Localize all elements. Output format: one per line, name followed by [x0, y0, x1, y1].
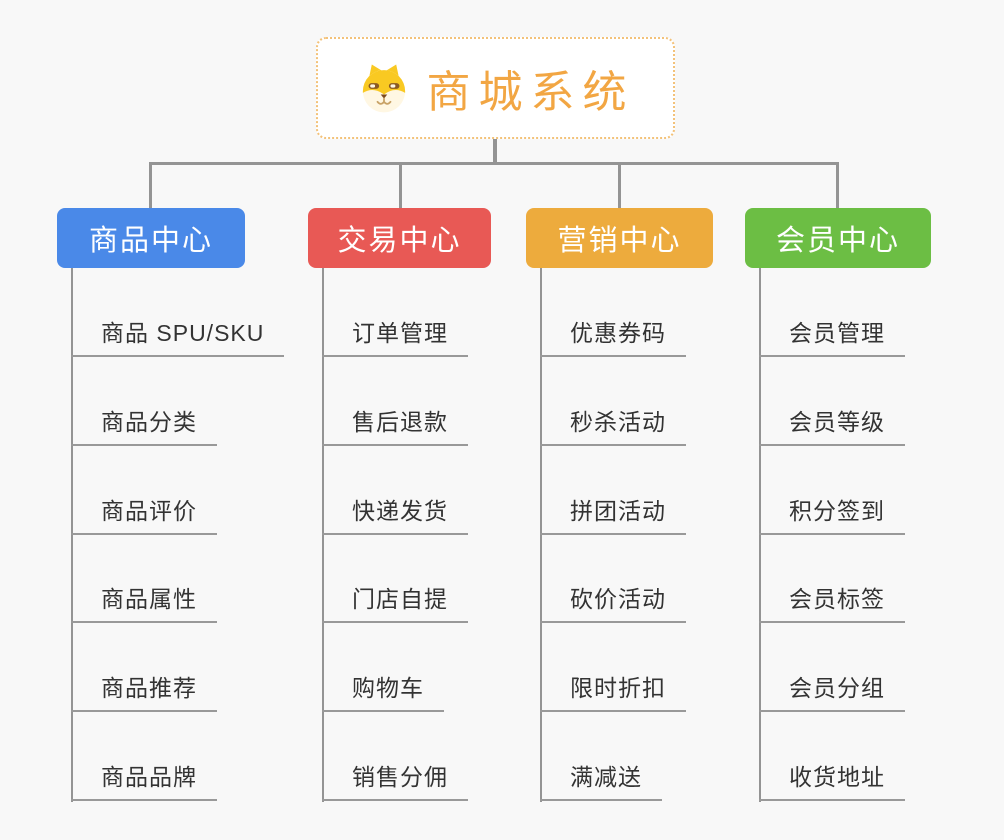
leaf-item[interactable]: 会员等级	[759, 409, 905, 446]
branch-trunk-line	[71, 268, 73, 802]
branch-header-trade[interactable]: 交易中心	[308, 208, 491, 268]
branch-drop-line	[399, 162, 402, 208]
root-node[interactable]: 商城系统	[316, 37, 675, 139]
branch-trunk-line	[322, 268, 324, 802]
root-title: 商城系统	[426, 68, 635, 117]
branch-header-product[interactable]: 商品中心	[57, 208, 245, 268]
leaf-item[interactable]: 秒杀活动	[540, 409, 686, 446]
leaf-item[interactable]: 收货地址	[759, 764, 905, 801]
branch-header-marketing[interactable]: 营销中心	[526, 208, 713, 268]
leaf-item[interactable]: 商品品牌	[71, 764, 217, 801]
leaf-item[interactable]: 订单管理	[322, 320, 468, 357]
root-stem-line	[493, 139, 497, 165]
connector-bus-line	[149, 162, 839, 165]
branch-drop-line	[618, 162, 621, 208]
branch-trade-center: 交易中心 订单管理售后退款快递发货门店自提购物车销售分佣	[308, 208, 491, 808]
leaf-item[interactable]: 优惠券码	[540, 320, 686, 357]
leaf-item[interactable]: 快递发货	[322, 498, 468, 535]
leaf-item[interactable]: 购物车	[322, 675, 444, 713]
branch-drop-line	[836, 162, 839, 208]
branch-trunk-line	[540, 268, 542, 802]
leaf-item[interactable]: 拼团活动	[540, 498, 686, 535]
leaf-item[interactable]: 商品分类	[71, 409, 217, 446]
leaf-item[interactable]: 销售分佣	[322, 764, 468, 801]
leaf-item[interactable]: 会员管理	[759, 320, 905, 357]
leaf-item[interactable]: 满减送	[540, 764, 662, 801]
leaf-item[interactable]: 会员标签	[759, 586, 905, 624]
leaf-item[interactable]: 商品 SPU/SKU	[71, 320, 285, 357]
leaf-item[interactable]: 门店自提	[322, 586, 468, 624]
leaf-item[interactable]: 售后退款	[322, 409, 468, 446]
leaf-item[interactable]: 砍价活动	[540, 586, 686, 624]
leaf-item[interactable]: 积分签到	[759, 498, 905, 535]
branch-member-center: 会员中心 会员管理会员等级积分签到会员标签会员分组收货地址	[745, 208, 931, 808]
leaf-item[interactable]: 商品属性	[71, 586, 217, 624]
branch-marketing-center: 营销中心 优惠券码秒杀活动拼团活动砍价活动限时折扣满减送	[526, 208, 713, 808]
branch-product-center: 商品中心 商品 SPU/SKU 商品分类商品评价商品属性商品推荐商品品牌	[57, 208, 285, 808]
shiba-dog-icon	[357, 62, 411, 114]
leaf-item[interactable]: 商品评价	[71, 498, 217, 535]
branch-header-member[interactable]: 会员中心	[745, 208, 931, 268]
leaf-item[interactable]: 会员分组	[759, 675, 905, 713]
leaf-item[interactable]: 限时折扣	[540, 675, 686, 713]
branch-drop-line	[149, 162, 152, 208]
leaf-item[interactable]: 商品推荐	[71, 675, 217, 713]
branch-trunk-line	[759, 268, 761, 802]
